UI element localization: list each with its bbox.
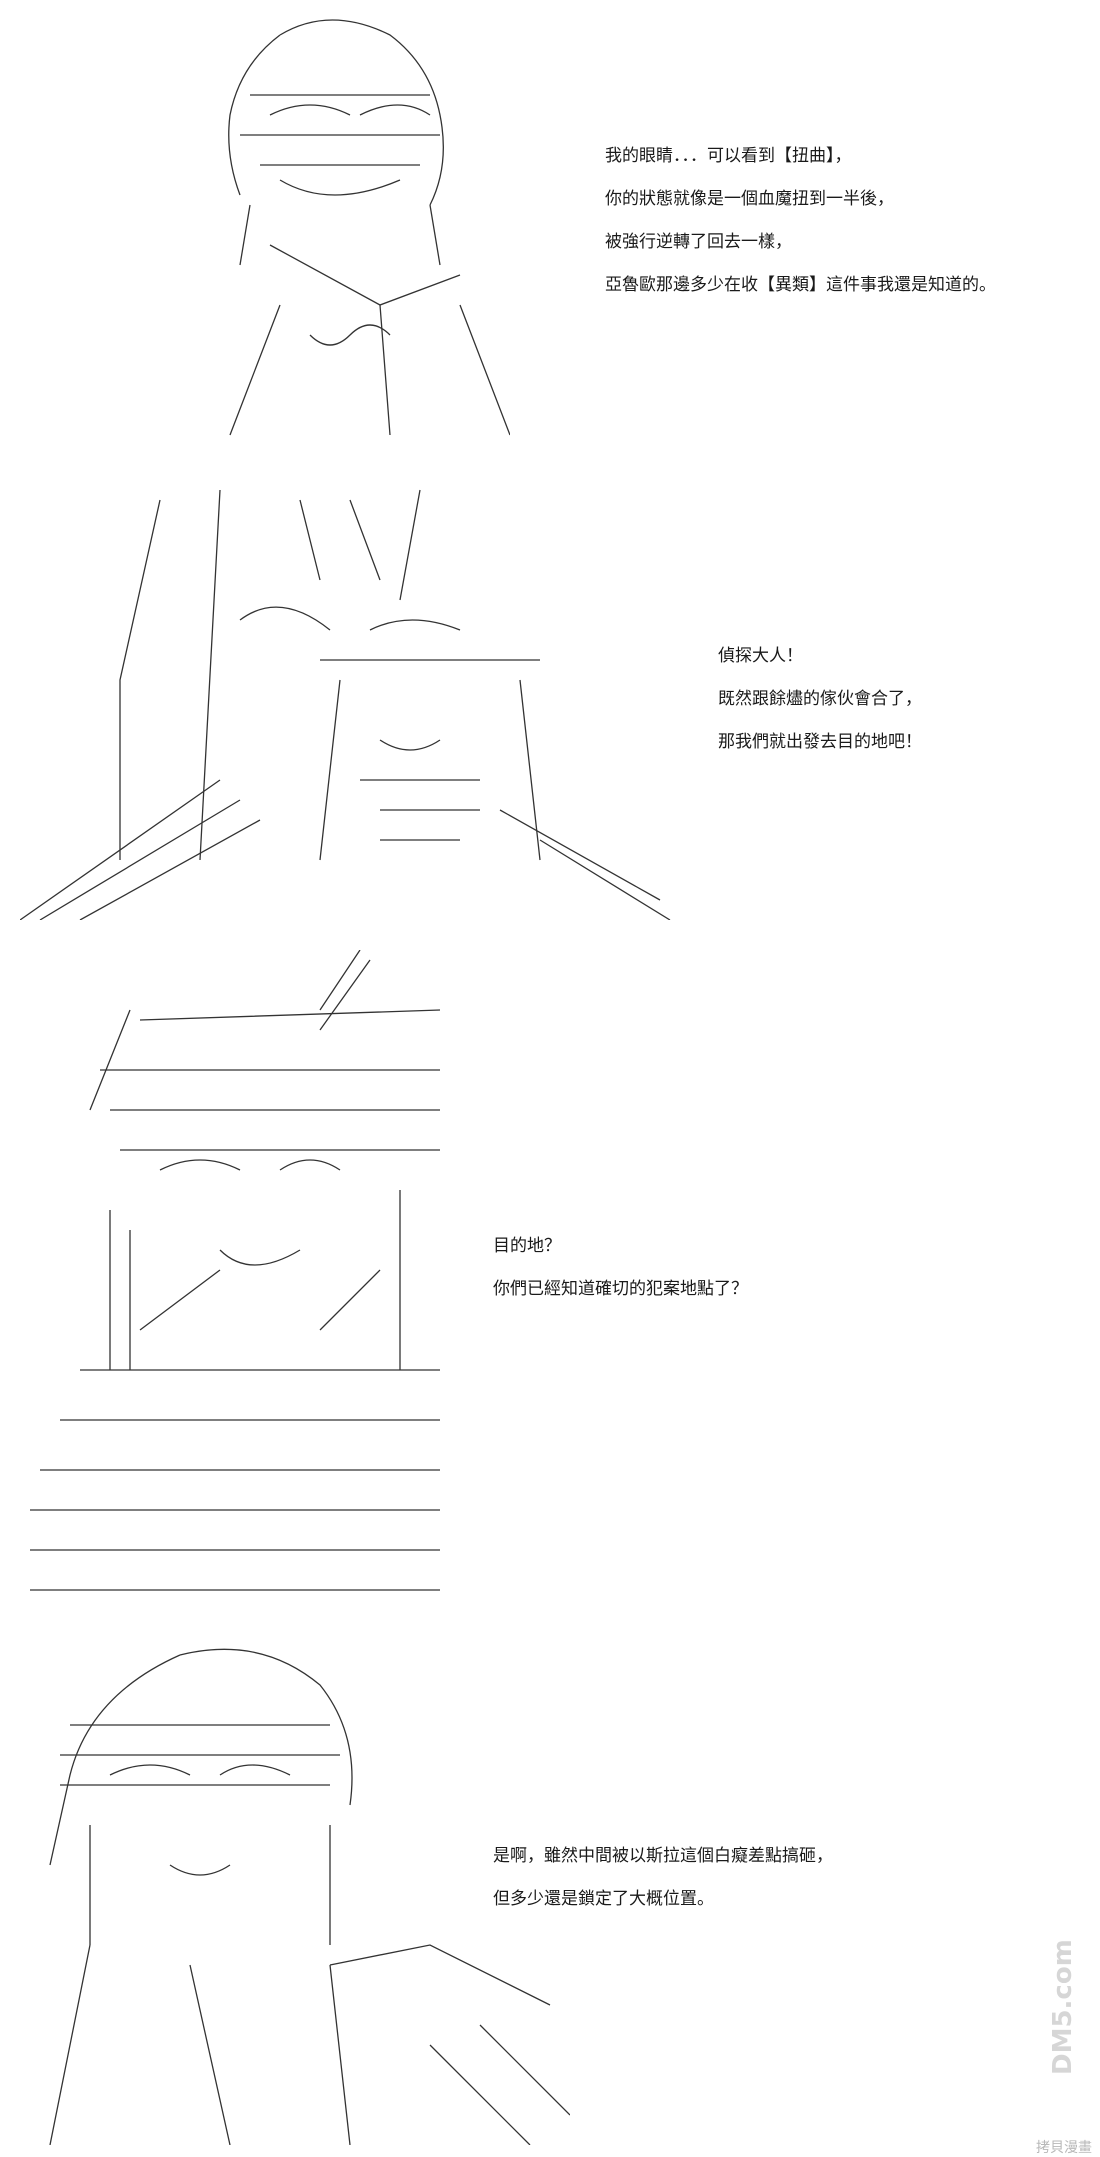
- copy-manga-watermark: 拷貝漫畫: [1036, 2140, 1092, 2156]
- dialogue-caption-1: 我的眼睛．．．可以看到【扭曲】， 你的狀態就像是一個血魔扭到一半後， 被強行逆轉…: [605, 135, 996, 307]
- ascii-art-character-3: [20, 950, 450, 1610]
- dialogue-line: 偵探大人！: [718, 646, 803, 666]
- dialogue-line: 既然跟餘燼的傢伙會合了，: [718, 689, 922, 709]
- dialogue-caption-2: 偵探大人！ 既然跟餘燼的傢伙會合了， 那我們就出發去目的地吧！: [718, 635, 922, 764]
- dialogue-line: 是啊，雖然中間被以斯拉這個白癡差點搞砸，: [493, 1846, 833, 1866]
- ascii-art-character-1: [130, 5, 510, 445]
- dialogue-line: 目的地？: [493, 1236, 561, 1256]
- ascii-art-character-2: [20, 480, 680, 920]
- dialogue-line: 但多少還是鎖定了大概位置。: [493, 1889, 714, 1909]
- dialogue-line: 那我們就出發去目的地吧！: [718, 732, 922, 752]
- dialogue-caption-4: 是啊，雖然中間被以斯拉這個白癡差點搞砸， 但多少還是鎖定了大概位置。: [493, 1835, 833, 1921]
- panel-2: 偵探大人！ 既然跟餘燼的傢伙會合了， 那我們就出發去目的地吧！: [0, 470, 1100, 930]
- dialogue-caption-3: 目的地？ 你們已經知道確切的犯案地點了？: [493, 1225, 748, 1311]
- dm5-logo-watermark: DM5.com: [1048, 1939, 1078, 2075]
- ascii-art-character-4: [30, 1645, 570, 2145]
- panel-3: 目的地？ 你們已經知道確切的犯案地點了？: [0, 945, 1100, 1625]
- dialogue-line: 亞魯歐那邊多少在收【異類】這件事我還是知道的。: [605, 275, 996, 295]
- panel-4: 是啊，雖然中間被以斯拉這個白癡差點搞砸， 但多少還是鎖定了大概位置。 DM5.c…: [0, 1640, 1100, 2157]
- dialogue-line: 你的狀態就像是一個血魔扭到一半後，: [605, 189, 894, 209]
- dialogue-line: 你們已經知道確切的犯案地點了？: [493, 1279, 748, 1299]
- dialogue-line: 被強行逆轉了回去一樣，: [605, 232, 792, 252]
- panel-1: 我的眼睛．．．可以看到【扭曲】， 你的狀態就像是一個血魔扭到一半後， 被強行逆轉…: [0, 0, 1100, 450]
- dialogue-line: 我的眼睛．．．可以看到【扭曲】，: [605, 146, 852, 166]
